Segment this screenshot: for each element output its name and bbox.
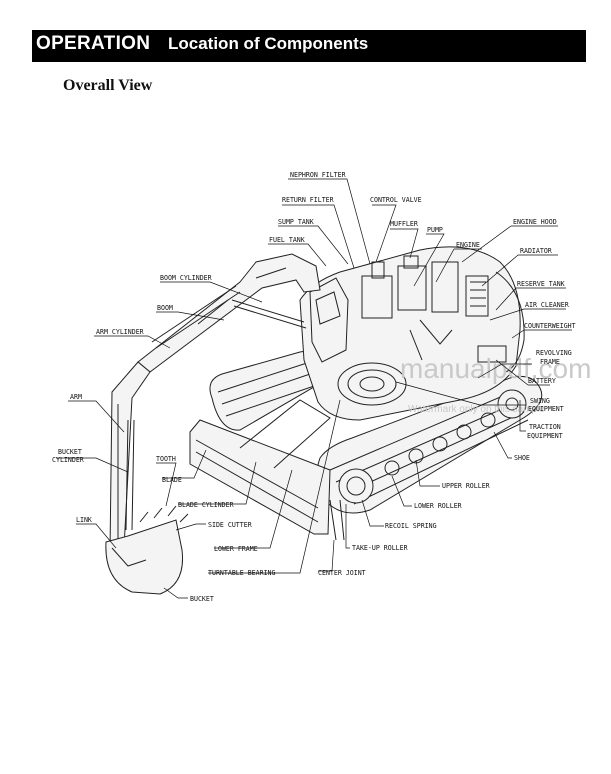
label-swing-equipment-line2: EQUIPMENT bbox=[528, 405, 564, 413]
label-shoe: SHOE bbox=[514, 454, 530, 462]
label-bucket-cylinder-line1: BUCKET bbox=[58, 448, 82, 456]
label-boom-cylinder: BOOM CYLINDER bbox=[160, 274, 212, 282]
label-revolving-frame-line1: REVOLVING bbox=[536, 349, 572, 357]
label-turntable-bearing: TURNTABLE BEARING bbox=[208, 569, 276, 577]
label-tooth: TOOTH bbox=[156, 455, 176, 463]
page-title: Location of Components bbox=[168, 34, 369, 53]
label-lower-roller: LOWER ROLLER bbox=[414, 502, 462, 510]
label-nephron-filter: NEPHRON FILTER bbox=[290, 171, 346, 179]
view-subtitle: Overall View bbox=[63, 77, 153, 94]
label-battery: BATTERY bbox=[528, 377, 556, 385]
label-link: LINK bbox=[76, 516, 92, 524]
label-traction-equipment-line2: EQUIPMENT bbox=[527, 432, 563, 440]
label-control-valve: CONTROL VALVE bbox=[370, 196, 422, 204]
watermark-text: manualpdf.com bbox=[400, 353, 591, 384]
label-arm: ARM bbox=[70, 393, 82, 401]
label-boom: BOOM bbox=[157, 304, 173, 312]
label-revolving-frame-line2: FRAME bbox=[540, 358, 560, 366]
label-bucket: BUCKET bbox=[190, 595, 214, 603]
label-return-filter: RETURN FILTER bbox=[282, 196, 334, 204]
header-bar bbox=[32, 30, 586, 62]
label-counterweight: COUNTERWEIGHT bbox=[524, 322, 576, 330]
watermark-subtext: Watermark only on this sample bbox=[408, 404, 545, 415]
section-label: OPERATION bbox=[36, 33, 151, 54]
label-blade-cylinder: BLADE CYLINDER bbox=[178, 501, 234, 509]
label-recoil-spring: RECOIL SPRING bbox=[385, 522, 437, 530]
label-pump: PUMP bbox=[427, 226, 443, 234]
label-upper-roller: UPPER ROLLER bbox=[442, 482, 490, 490]
excavator-illustration bbox=[105, 246, 543, 595]
label-engine-hood: ENGINE HOOD bbox=[513, 218, 557, 226]
label-muffler: MUFFLER bbox=[390, 220, 418, 228]
label-side-cutter: SIDE CUTTER bbox=[208, 521, 252, 529]
label-bucket-cylinder-line2: CYLINDER bbox=[52, 456, 84, 464]
label-sump-tank: SUMP TANK bbox=[278, 218, 314, 226]
label-reserve-tank: RESERVE TANK bbox=[517, 280, 565, 288]
label-traction-equipment-line1: TRACTION bbox=[529, 423, 561, 431]
component-labels: NEPHRON FILTER RETURN FILTER CONTROL VAL… bbox=[52, 171, 576, 603]
label-center-joint: CENTER JOINT bbox=[318, 569, 366, 577]
label-radiator: RADIATOR bbox=[520, 247, 552, 255]
label-engine: ENGINE bbox=[456, 241, 480, 249]
leader-lines bbox=[56, 178, 572, 599]
label-fuel-tank: FUEL TANK bbox=[269, 236, 305, 244]
label-arm-cylinder: ARM CYLINDER bbox=[96, 328, 144, 336]
label-air-cleaner: AIR CLEANER bbox=[525, 301, 569, 309]
label-swing-equipment-line1: SWING bbox=[530, 397, 550, 405]
label-lower-frame: LOWER FRAME bbox=[214, 545, 258, 553]
label-take-up-roller: TAKE-UP ROLLER bbox=[352, 544, 408, 552]
label-blade: BLADE bbox=[162, 476, 182, 484]
